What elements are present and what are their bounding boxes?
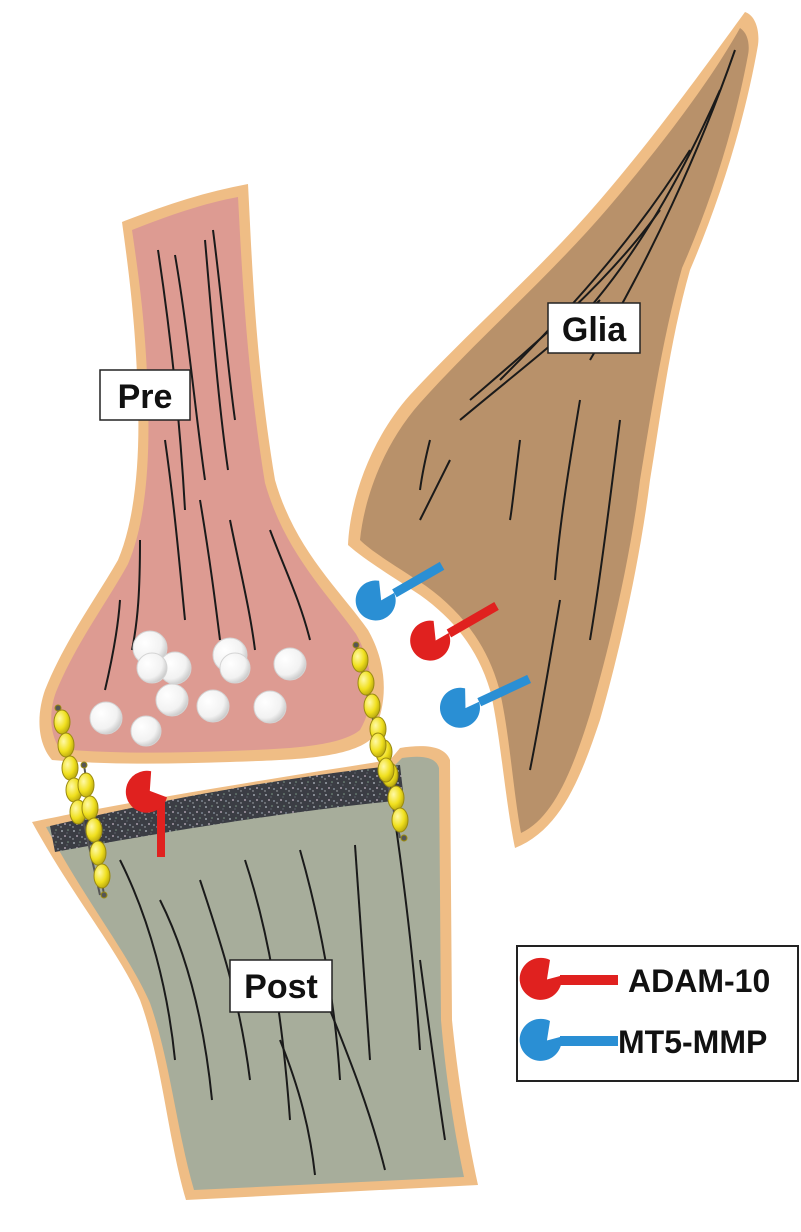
glia-label: Glia bbox=[548, 303, 640, 353]
vesicle-icon bbox=[90, 702, 122, 734]
legend-mt5mmp-label: MT5-MMP bbox=[618, 1024, 767, 1060]
legend-adam10-label: ADAM-10 bbox=[628, 963, 770, 999]
presynaptic-terminal bbox=[39, 184, 383, 764]
legend: ADAM-10 MT5-MMP bbox=[515, 946, 798, 1081]
vesicle-icon bbox=[156, 684, 188, 716]
vesicle-icon bbox=[220, 653, 250, 683]
post-label-text: Post bbox=[244, 968, 318, 1006]
post-label: Post bbox=[230, 960, 332, 1012]
vesicle-icon bbox=[254, 691, 286, 723]
vesicle-icon bbox=[131, 716, 161, 746]
glial-process bbox=[348, 12, 758, 848]
pre-label-text: Pre bbox=[118, 378, 173, 416]
vesicle-icon bbox=[274, 648, 306, 680]
glia-body bbox=[360, 28, 749, 833]
pre-body bbox=[51, 197, 371, 753]
vesicle-icon bbox=[197, 690, 229, 722]
pre-label: Pre bbox=[100, 370, 190, 420]
glia-label-text: Glia bbox=[562, 311, 627, 349]
vesicle-icon bbox=[137, 653, 167, 683]
